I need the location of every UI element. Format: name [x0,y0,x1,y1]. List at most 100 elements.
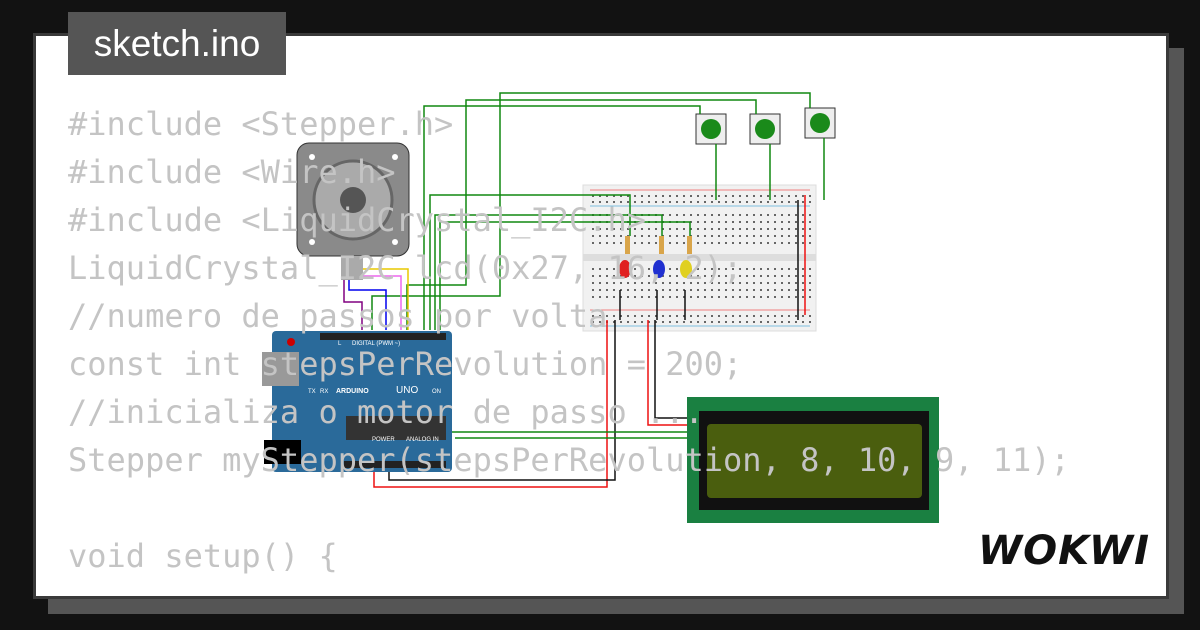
push-button[interactable] [804,107,836,139]
breadboard-hole [627,282,629,284]
breadboard-hole [795,195,797,197]
arduino-brand: ARDUINO [336,388,369,395]
breadboard-hole [648,268,650,270]
breadboard-hole [809,214,811,216]
breadboard-hole [662,201,664,203]
breadboard-hole [781,221,783,223]
breadboard-hole [760,289,762,291]
breadboard-hole [767,235,769,237]
breadboard-hole [746,201,748,203]
breadboard-hole [655,201,657,203]
breadboard-hole [732,228,734,230]
breadboard-hole [669,201,671,203]
breadboard-hole [746,221,748,223]
breadboard-hole [781,296,783,298]
breadboard-hole [718,228,720,230]
breadboard-hole [788,214,790,216]
breadboard-hole [613,296,615,298]
breadboard-hole [802,242,804,244]
breadboard-hole [795,242,797,244]
breadboard-hole [683,214,685,216]
breadboard-hole [725,228,727,230]
breadboard-hole [809,201,811,203]
breadboard-hole [802,289,804,291]
breadboard-hole [718,321,720,323]
push-button[interactable] [749,113,781,145]
breadboard-hole [704,321,706,323]
breadboard-hole [774,296,776,298]
breadboard-hole [641,235,643,237]
breadboard-hole [739,268,741,270]
breadboard-hole [697,321,699,323]
breadboard-hole [620,321,622,323]
breadboard-hole [711,221,713,223]
breadboard-hole [592,235,594,237]
breadboard-hole [795,235,797,237]
breadboard-hole [774,321,776,323]
code-line: //numero de passos por volta [68,297,608,335]
breadboard-hole [655,315,657,317]
breadboard-hole [802,296,804,298]
breadboard-hole [641,275,643,277]
led-red [619,260,631,278]
breadboard-hole [620,195,622,197]
breadboard-hole [613,315,615,317]
breadboard-hole [648,282,650,284]
breadboard-hole [648,321,650,323]
breadboard-hole [725,289,727,291]
breadboard-hole [676,321,678,323]
code-line: const int stepsPerRevolution = 200; [68,345,743,383]
breadboard-hole [683,201,685,203]
breadboard-hole [788,296,790,298]
breadboard-hole [753,201,755,203]
breadboard-hole [809,228,811,230]
breadboard-hole [809,242,811,244]
breadboard-hole [669,228,671,230]
breadboard-hole [753,242,755,244]
breadboard-hole [795,315,797,317]
breadboard-hole [781,242,783,244]
breadboard-hole [767,242,769,244]
breadboard-hole [641,296,643,298]
breadboard-hole [592,282,594,284]
breadboard-hole [774,268,776,270]
breadboard-hole [676,282,678,284]
breadboard-hole [599,201,601,203]
breadboard-hole [683,228,685,230]
breadboard-hole [739,242,741,244]
breadboard-hole [662,321,664,323]
breadboard-hole [746,282,748,284]
breadboard-hole [739,228,741,230]
breadboard-hole [697,315,699,317]
breadboard-hole [606,195,608,197]
breadboard-hole [753,221,755,223]
breadboard-hole [697,228,699,230]
breadboard-hole [711,268,713,270]
breadboard-hole [760,195,762,197]
breadboard-hole [760,214,762,216]
breadboard-hole [669,282,671,284]
breadboard-hole [781,275,783,277]
breadboard-hole [697,242,699,244]
breadboard-hole [592,228,594,230]
breadboard-hole [641,315,643,317]
breadboard-hole [690,195,692,197]
breadboard-hole [634,268,636,270]
breadboard-hole [802,221,804,223]
breadboard-hole [627,296,629,298]
breadboard-hole [746,214,748,216]
breadboard-hole [683,321,685,323]
breadboard-hole [648,275,650,277]
push-button[interactable] [695,113,727,145]
breadboard-hole [648,296,650,298]
breadboard-hole [669,268,671,270]
breadboard-hole [718,268,720,270]
breadboard-hole [627,321,629,323]
breadboard-hole [606,289,608,291]
breadboard-hole [655,321,657,323]
rx-label: RX [320,389,328,395]
breadboard-hole [711,228,713,230]
breadboard-hole [676,275,678,277]
breadboard-hole [767,321,769,323]
breadboard-hole [795,289,797,291]
